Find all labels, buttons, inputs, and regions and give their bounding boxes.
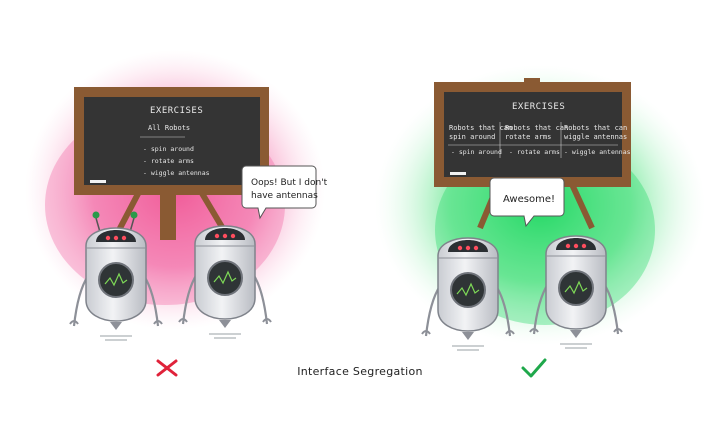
speech-bubble-awesome: Awesome! [489, 177, 565, 228]
board-title-right: EXERCISES [512, 102, 565, 112]
check-icon [521, 358, 547, 378]
column-2-item: - rotate arms [509, 148, 560, 156]
column-3-item: - wiggle antennas [564, 148, 631, 156]
column-3-heading-line-1: Robots that can [564, 124, 627, 132]
bad-example-panel: EXERCISES All Robots - spin around - rot… [25, 50, 328, 377]
column-1-heading-line-2: spin around [449, 133, 495, 141]
cross-icon [156, 359, 178, 377]
column-2-heading-line-2: rotate arms [505, 133, 551, 141]
chalkboard-right [444, 92, 622, 177]
good-example-panel: EXERCISES Robots that can spin around - … [375, 65, 705, 378]
board-title-left: EXERCISES [150, 106, 203, 116]
speech-line-2: have antennas [251, 191, 318, 201]
column-1-item: - spin around [451, 148, 502, 156]
column-3-heading-line-2: wiggle antennas [564, 133, 627, 141]
column-1-heading-line-1: Robots that can [449, 124, 512, 132]
caption-interface-segregation: Interface Segregation [297, 365, 423, 378]
board-item-left-1: - spin around [143, 145, 194, 153]
board-heading-left: All Robots [148, 124, 190, 132]
chalkboard-left [84, 97, 260, 185]
easel-left [74, 87, 269, 240]
board-item-left-3: - wiggle antennas [143, 169, 210, 177]
easel-right [434, 78, 631, 230]
board-item-left-2: - rotate arms [143, 157, 194, 165]
column-2-heading-line-1: Robots that can [505, 124, 568, 132]
robot-left-1 [68, 211, 164, 342]
speech-bubble-oops: Oops! But I don't have antennas [241, 165, 328, 220]
speech-awesome-text: Awesome! [503, 194, 555, 205]
speech-line-1: Oops! But I don't [251, 178, 328, 188]
